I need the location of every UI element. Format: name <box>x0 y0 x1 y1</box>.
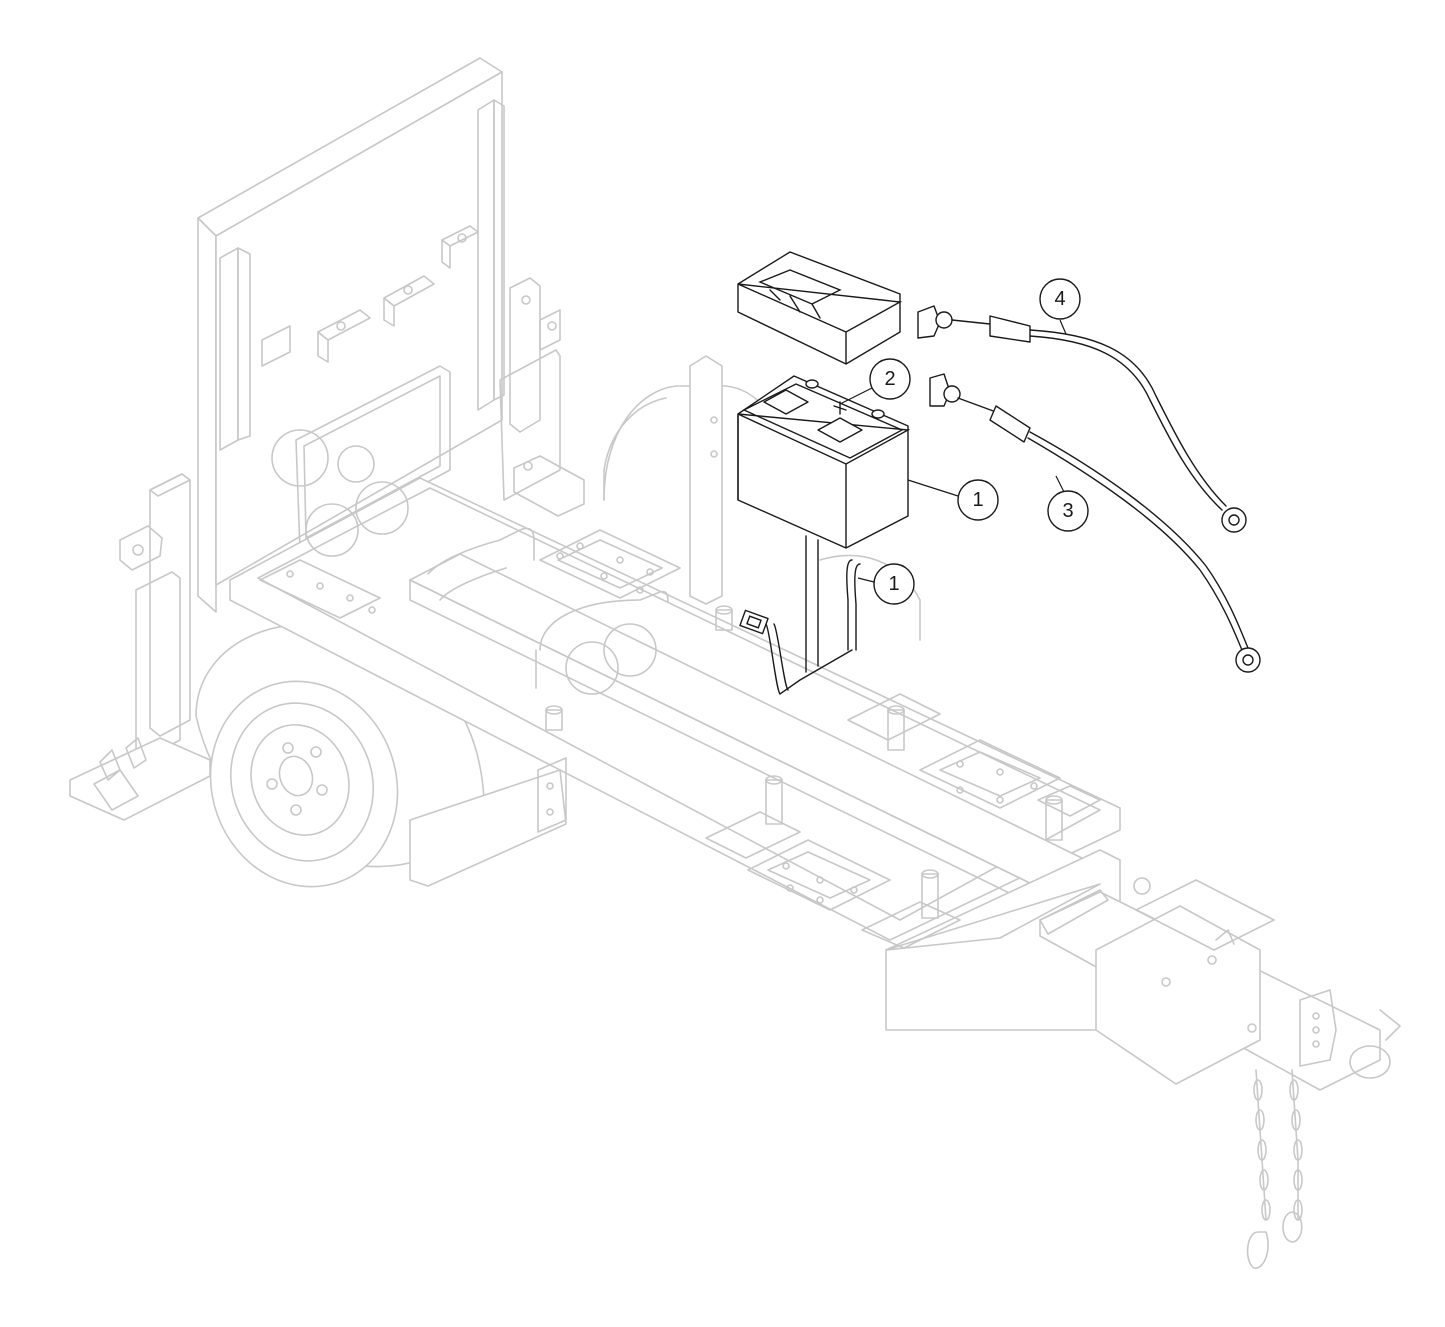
frame-posts <box>545 605 1063 919</box>
callout-label: 2 <box>884 368 895 390</box>
callout-label: 3 <box>1062 500 1073 522</box>
callout-label: 1 <box>888 573 899 595</box>
tongue-hitch <box>1039 877 1401 1091</box>
trailer-ghost <box>69 57 1401 1269</box>
callout-1-strap: 1 <box>857 563 915 605</box>
main-frame <box>229 355 1121 1031</box>
callout-label: 4 <box>1054 288 1065 310</box>
callout-3-negative-cable: 3 <box>1047 475 1089 532</box>
battery <box>737 375 911 549</box>
positive-cable <box>917 305 1247 533</box>
frame-bolts <box>286 542 1038 904</box>
right-jack-stand <box>499 277 561 501</box>
callout-1-battery: 1 <box>907 479 999 521</box>
callout-label: 1 <box>972 489 983 511</box>
callouts: 4 2 1 3 1 <box>839 278 1089 605</box>
negative-cable <box>929 373 1261 673</box>
callout-2-battery-cover: 2 <box>839 358 911 405</box>
battery-strap <box>739 535 861 695</box>
left-jack-stand <box>69 473 211 821</box>
highlighted-parts <box>737 251 1261 695</box>
battery-cover <box>737 251 903 365</box>
rear-board <box>197 57 505 613</box>
callout-4-positive-cable: 4 <box>1039 278 1081 335</box>
safety-chains <box>1246 1069 1303 1269</box>
